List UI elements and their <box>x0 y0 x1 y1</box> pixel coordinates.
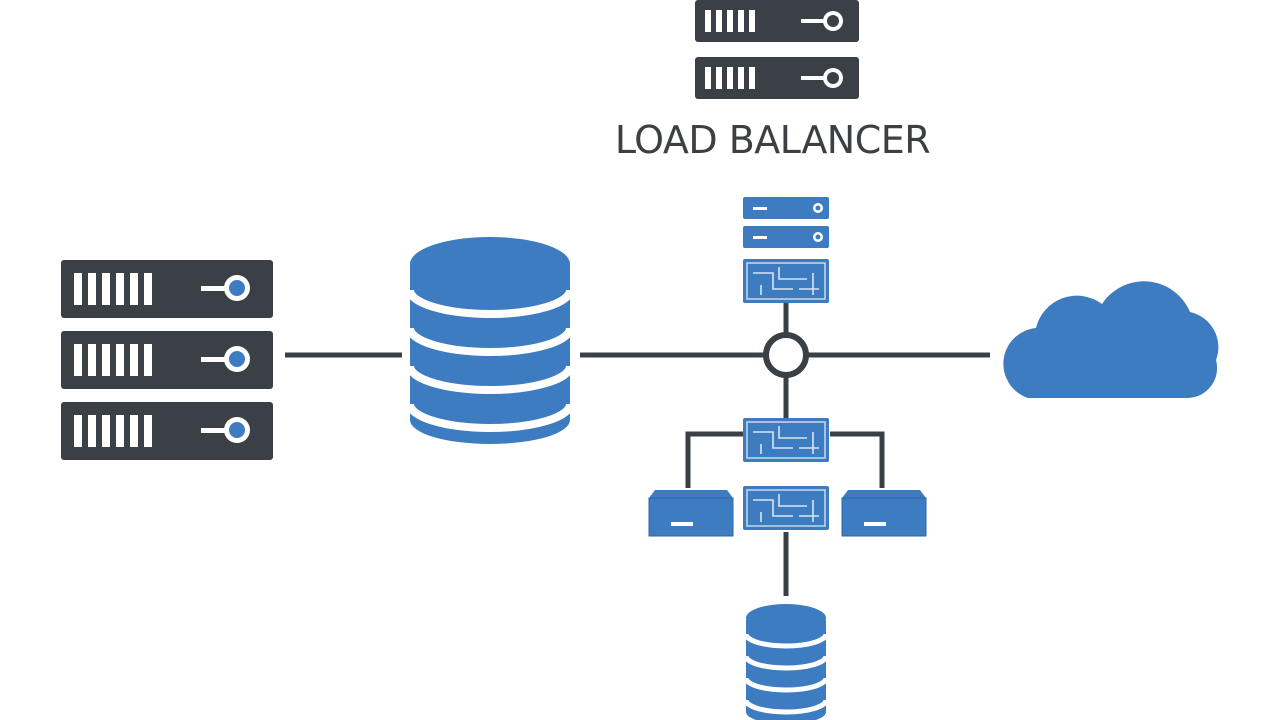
connection-lines <box>285 303 990 596</box>
database-icon <box>406 237 574 444</box>
app-server-stack <box>742 197 830 304</box>
database-icon <box>743 604 829 720</box>
load-balancer-label: LOAD BALANCER <box>614 118 931 162</box>
server-rack-icon <box>695 0 859 42</box>
server-rack-icon <box>61 402 273 460</box>
left-server-stack <box>61 260 273 460</box>
storage-drive-icon <box>841 489 927 537</box>
network-switch-icon <box>742 485 830 531</box>
server-rack-icon <box>61 331 273 389</box>
server-rack-icon <box>61 260 273 318</box>
load-balancer-servers <box>695 0 859 99</box>
link-switch-to-right-drive <box>830 431 885 488</box>
server-unit-icon <box>743 226 829 248</box>
cloud-icon <box>1003 281 1219 398</box>
server-unit-icon <box>743 197 829 219</box>
server-rack-icon <box>695 57 859 99</box>
network-switch-icon <box>742 417 830 463</box>
network-hub-icon <box>763 332 809 378</box>
link-switch-to-left-drive <box>685 431 744 488</box>
storage-drive-icon <box>648 489 734 537</box>
network-switch-icon <box>742 258 830 304</box>
